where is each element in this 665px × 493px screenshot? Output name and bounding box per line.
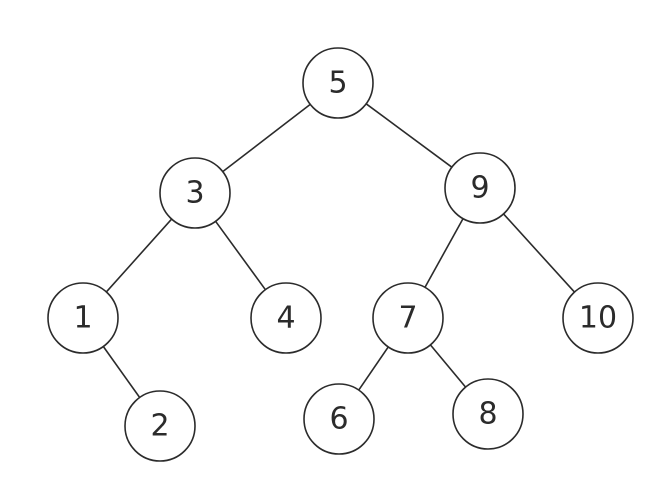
edge-1-2 bbox=[102, 346, 141, 398]
node-label: 9 bbox=[470, 171, 489, 206]
node-circle bbox=[124, 390, 196, 462]
node-circle bbox=[562, 282, 634, 354]
edge-7-8 bbox=[429, 344, 467, 388]
edge-5-3 bbox=[222, 103, 311, 173]
tree-node-7: 7 bbox=[372, 282, 444, 354]
node-circle bbox=[303, 383, 375, 455]
edge-7-6 bbox=[358, 346, 389, 391]
edge-9-7 bbox=[424, 218, 464, 288]
node-label: 1 bbox=[73, 301, 92, 336]
tree-node-5: 5 bbox=[302, 47, 374, 119]
node-circle bbox=[47, 282, 119, 354]
node-circle bbox=[452, 378, 524, 450]
node-circle bbox=[250, 282, 322, 354]
node-circle bbox=[444, 152, 516, 224]
tree-node-2: 2 bbox=[124, 390, 196, 462]
node-circle bbox=[159, 157, 231, 229]
tree-node-8: 8 bbox=[452, 378, 524, 450]
tree-node-9: 9 bbox=[444, 152, 516, 224]
node-label: 5 bbox=[328, 66, 347, 101]
node-label: 8 bbox=[478, 397, 497, 432]
tree-node-1: 1 bbox=[47, 282, 119, 354]
node-circle bbox=[302, 47, 374, 119]
edge-3-1 bbox=[105, 218, 173, 293]
tree-node-3: 3 bbox=[159, 157, 231, 229]
edges-layer bbox=[102, 103, 576, 398]
tree-node-10: 10 bbox=[562, 282, 634, 354]
tree-node-6: 6 bbox=[303, 383, 375, 455]
tree-node-4: 4 bbox=[250, 282, 322, 354]
edge-3-4 bbox=[214, 220, 267, 291]
node-label: 7 bbox=[398, 301, 417, 336]
node-label: 10 bbox=[579, 301, 617, 336]
node-label: 4 bbox=[276, 301, 295, 336]
nodes-layer: 5 3 9 1 4 7 10 2 6 8 bbox=[47, 47, 634, 462]
node-label: 2 bbox=[150, 409, 169, 444]
edge-5-9 bbox=[365, 103, 453, 168]
edge-9-10 bbox=[502, 213, 576, 293]
node-label: 3 bbox=[185, 176, 204, 211]
node-circle bbox=[372, 282, 444, 354]
node-label: 6 bbox=[329, 402, 348, 437]
